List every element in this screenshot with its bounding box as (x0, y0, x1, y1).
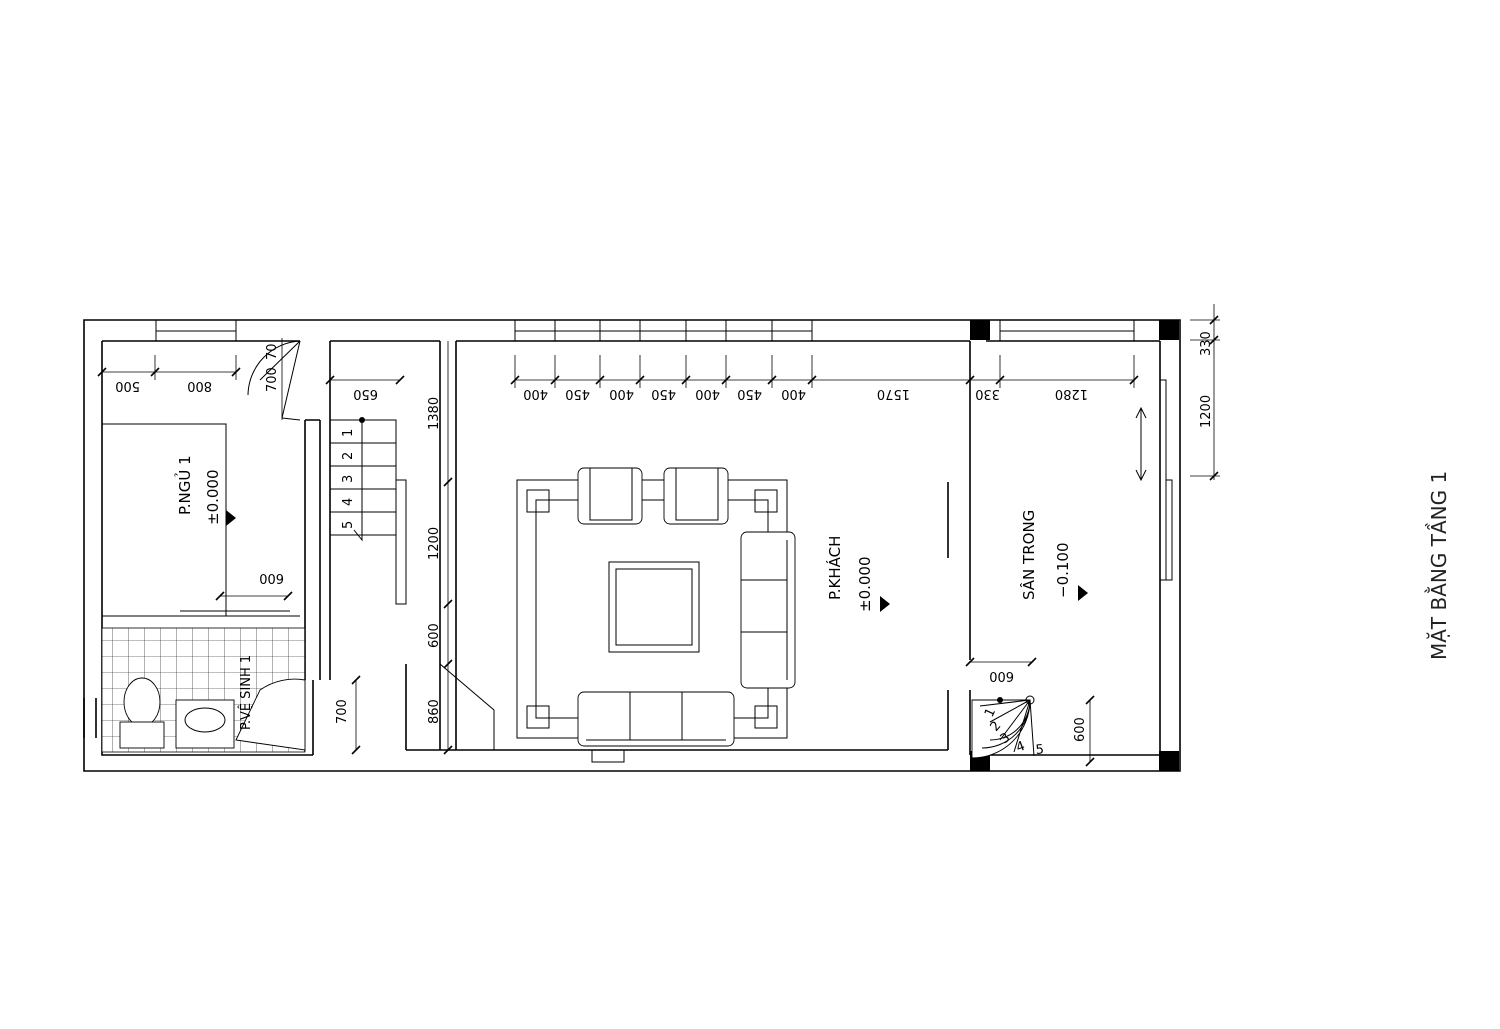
living-level: ±0.000 (856, 556, 874, 612)
spiral-step: 4 (1014, 739, 1027, 756)
stair-step: 4 (341, 498, 356, 506)
dim-label: 600 (989, 668, 1014, 683)
dim-label: 1380 (427, 397, 442, 430)
dim-label: 600 (259, 570, 284, 585)
stair-step: 1 (341, 429, 356, 437)
dim-label: 700 (335, 699, 350, 724)
sofa (740, 531, 796, 689)
dim-label: 450 (737, 386, 762, 401)
dim-label: 450 (565, 386, 590, 401)
bedroom-level: ±0.000 (204, 469, 222, 525)
dim-label: 400 (609, 386, 634, 401)
dim-label: 800 (187, 378, 212, 393)
living-name: P.KHÁCH (825, 536, 844, 600)
courtyard: SÂN TRONG −0.100 1 2 3 4 5 (971, 406, 1147, 759)
dim-label: 400 (695, 386, 720, 401)
sink-icon (175, 699, 235, 749)
windows (155, 319, 1173, 763)
spiral-step: 5 (1035, 742, 1045, 758)
main-stair: 1 2 3 4 5 (329, 417, 495, 750)
dim-label: 1200 (427, 527, 442, 560)
sofa (577, 691, 735, 747)
dim-label: 1200 (1199, 395, 1214, 428)
dim-label: 400 (781, 386, 806, 401)
dim-label: 700 (265, 367, 280, 392)
stair-step: 2 (341, 452, 356, 460)
drawing-title: MẶT BẰNG TẦNG 1 (1425, 471, 1451, 660)
dimension-lines: 500 800 650 400 450 400 450 400 450 400 … (97, 304, 1220, 767)
dim-label: 330 (1199, 331, 1214, 356)
bedroom-name: P.NGỦ 1 (174, 455, 194, 515)
wc: P.VỆ SINH 1 (101, 627, 306, 753)
coffee-table (608, 561, 700, 653)
dim-label: 450 (651, 386, 676, 401)
toilet-icon (123, 677, 161, 727)
dim-label: 400 (523, 386, 548, 401)
living-room: P.KHÁCH ±0.000 (516, 467, 890, 747)
dim-label: 650 (353, 386, 378, 401)
dim-label: 330 (975, 386, 1000, 401)
bedroom: P.NGỦ 1 ±0.000 (101, 340, 301, 617)
dim-label: 600 (427, 623, 442, 648)
dim-label: 1570 (877, 386, 910, 401)
dim-label: 500 (115, 378, 140, 393)
stair-step: 3 (341, 475, 356, 483)
dim-label: 1280 (1055, 386, 1088, 401)
yard-name: SÂN TRONG (1019, 510, 1038, 600)
dim-label: 860 (427, 699, 442, 724)
wc-name: P.VỆ SINH 1 (238, 655, 254, 730)
yard-level: −0.100 (1054, 542, 1072, 598)
stair-step: 5 (341, 521, 356, 529)
dim-label: 600 (1073, 717, 1088, 742)
dim-label: 70 (265, 343, 280, 360)
